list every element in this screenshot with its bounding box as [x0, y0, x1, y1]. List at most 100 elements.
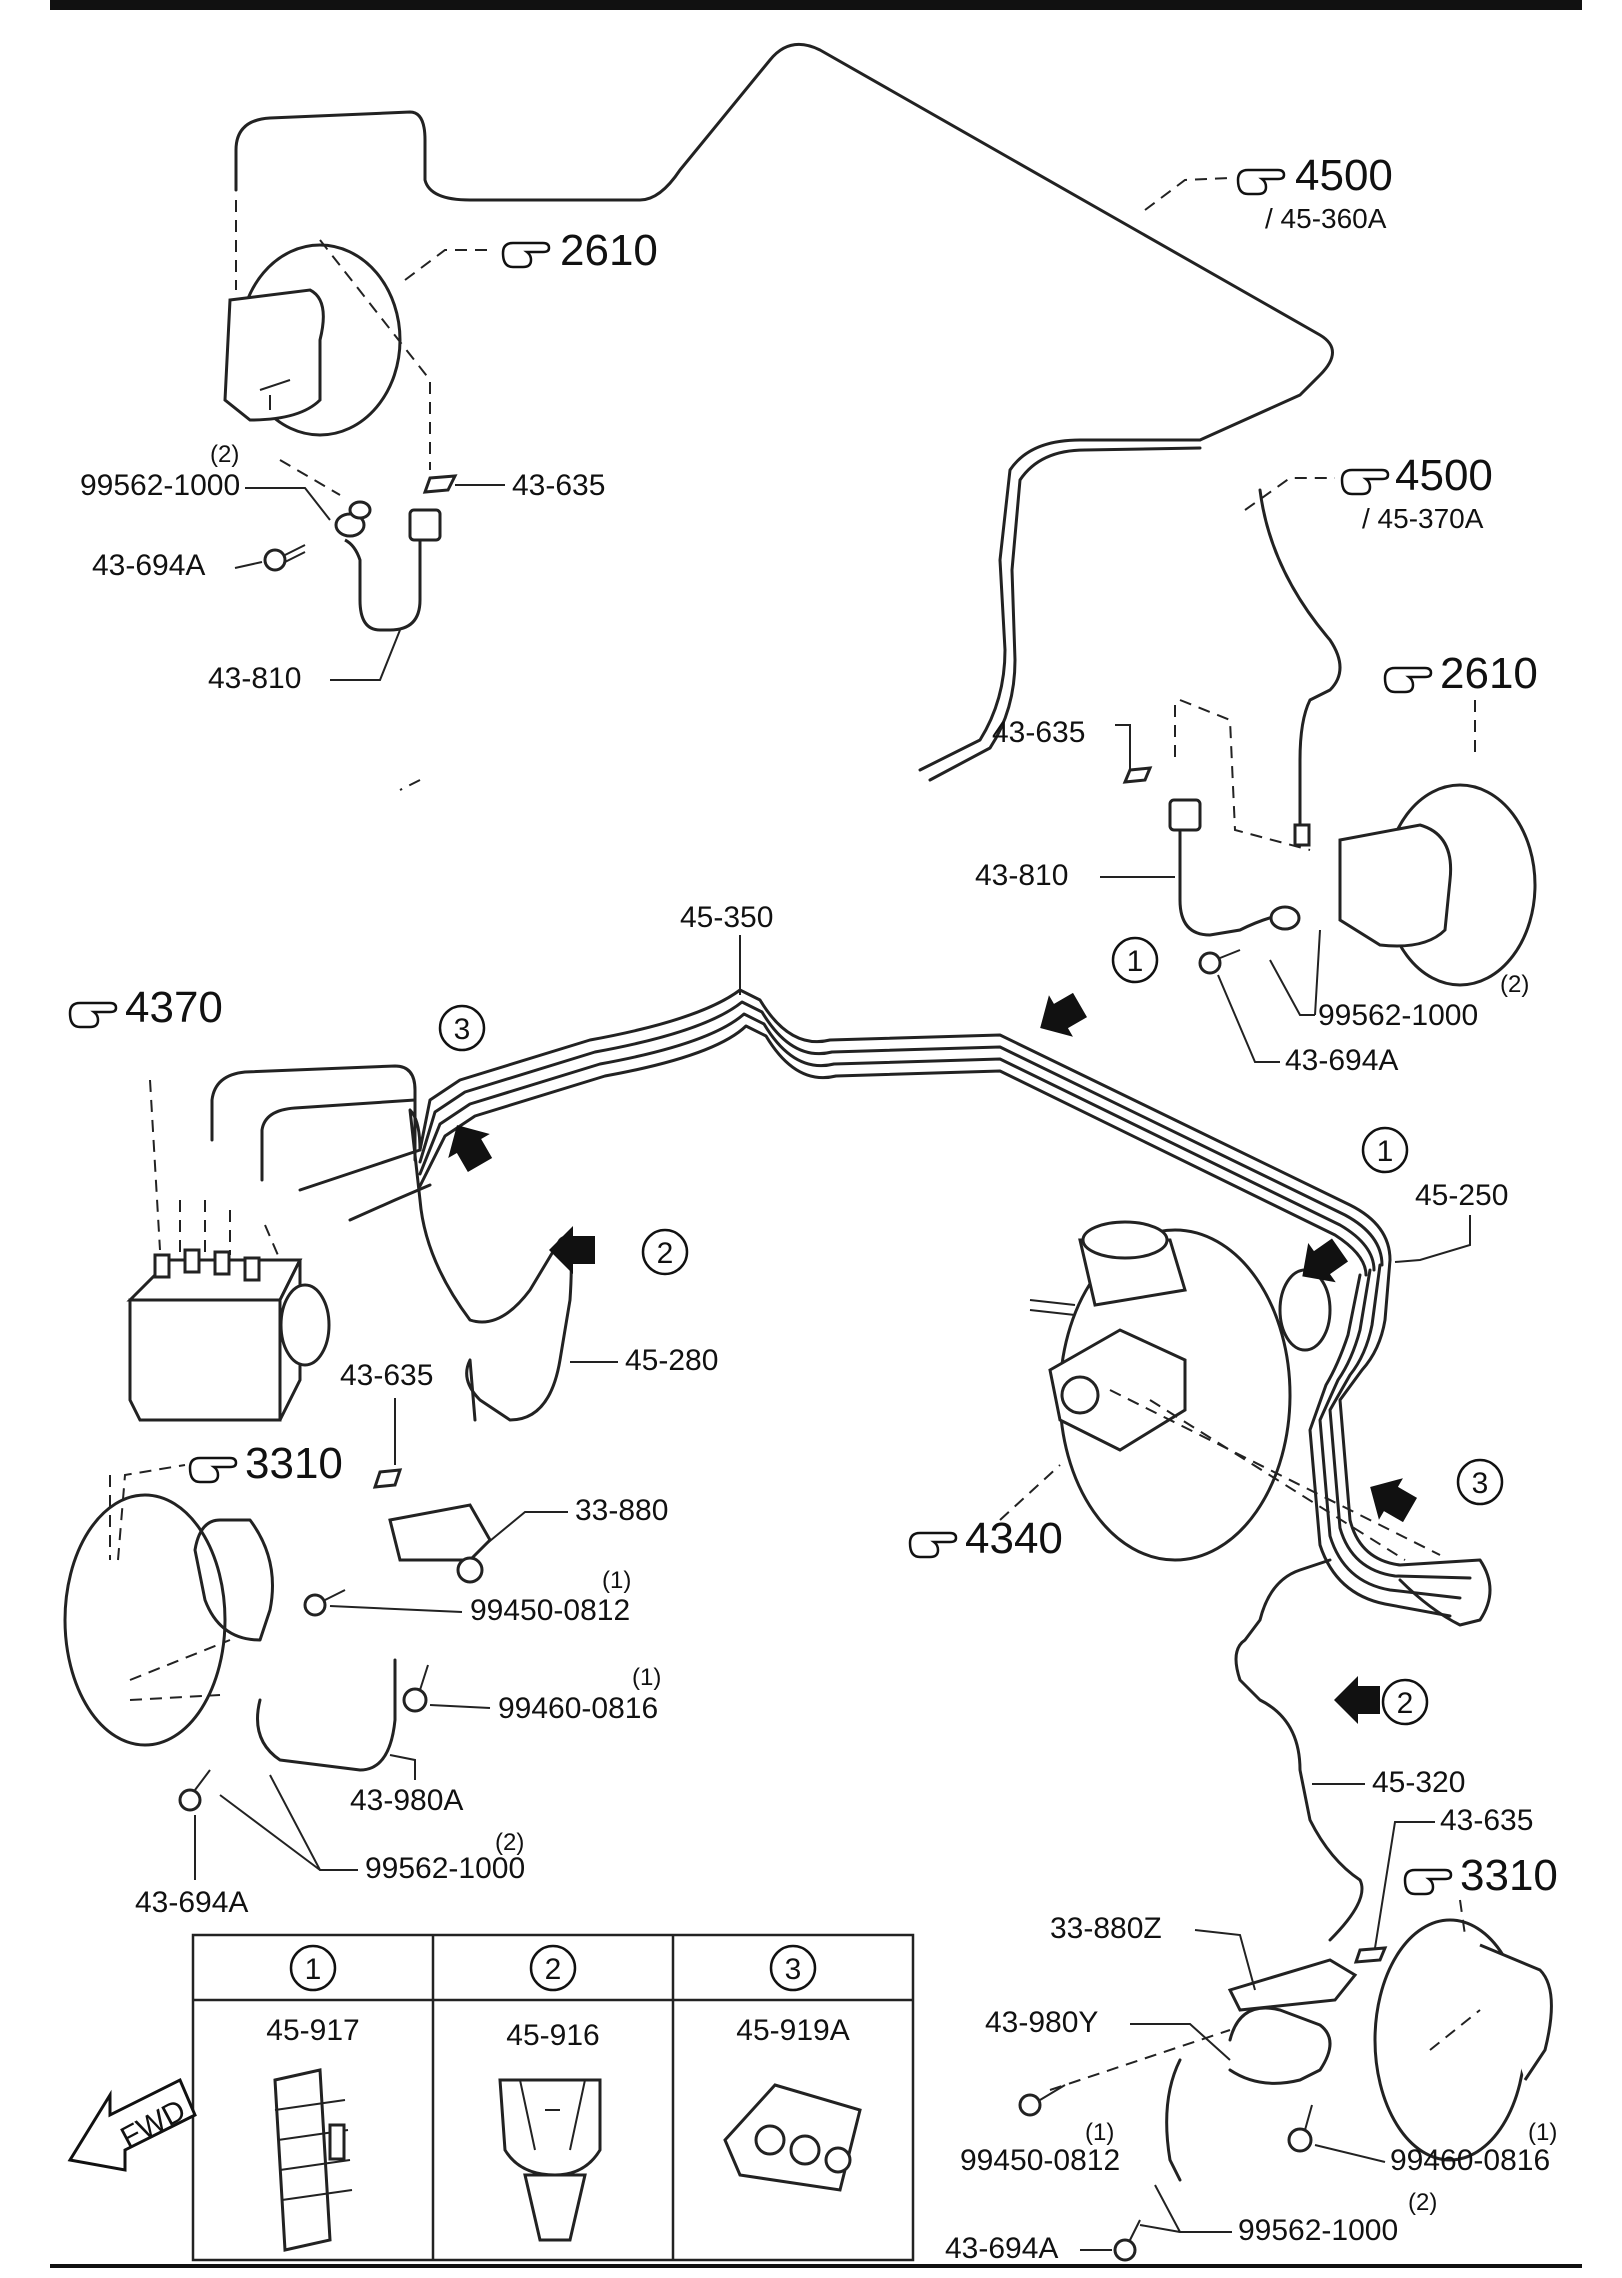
ref-3310-left: 3310: [245, 1439, 343, 1488]
ref-45-360a: / 45-360A: [1265, 203, 1387, 234]
clip-45-919a-illustration: [723, 2083, 862, 2192]
caliper-front-left: [223, 243, 402, 437]
clip-45-917-illustration: [273, 2068, 353, 2252]
label-99562-1000: 99562-1000: [1238, 2214, 1398, 2247]
qty-label: (2): [210, 441, 239, 468]
label-33-880z: 33-880Z: [1050, 1912, 1162, 1945]
brake-hose-rear-left: [193, 1518, 397, 1772]
label-45-320: 45-320: [1372, 1766, 1465, 1799]
label-43-810: 43-810: [208, 662, 301, 695]
legend-item-45-916: 45-916: [506, 2019, 599, 2052]
legend-header-1: 1: [305, 1953, 322, 1986]
label-43-694a: 43-694A: [1285, 1044, 1398, 1077]
bolt-43-694a-rear-left: [178, 1769, 211, 1812]
bolt-99460-0816-left: [402, 1664, 429, 1713]
callout-arrow-1-upper: 1: [1028, 936, 1159, 1049]
label-99562-1000: 99562-1000: [80, 469, 240, 502]
label-99450-0812: 99450-0812: [470, 1594, 630, 1627]
clip-45-916-illustration: [498, 2078, 602, 2242]
qty-label: (2): [1500, 971, 1529, 998]
clip-43-635-mid: [372, 1468, 403, 1489]
label-43-635: 43-635: [992, 716, 1085, 749]
ref-4340: 4340: [965, 1514, 1063, 1563]
callout-number: 3: [454, 1013, 471, 1046]
callout-number: 1: [1377, 1135, 1394, 1168]
bracket-33-880: [388, 1503, 492, 1584]
bracket-33-880z: [1227, 1958, 1358, 2012]
master-cylinder: [1029, 1220, 1187, 1452]
ref-2610-right: 2610: [1440, 649, 1538, 698]
bottom-border: [50, 2264, 1582, 2268]
brake-pipe-abs-connectors: [210, 1064, 432, 1222]
brake-pipe-bundle-45-350: [418, 988, 1392, 1277]
qty-label: (1): [1528, 2119, 1557, 2146]
callout-arrow-3-upper: 3: [436, 1004, 501, 1177]
label-99460-0816: 99460-0816: [1390, 2144, 1550, 2177]
label-45-250: 45-250: [1415, 1179, 1508, 1212]
brake-pipe-bundle-45-250: [1308, 1258, 1492, 1627]
brake-hose-43-810-left: [334, 500, 442, 632]
abs-hydraulic-unit: [126, 1248, 331, 1422]
bolt-43-694a-right: [1198, 949, 1241, 975]
ref-4500-top: 4500: [1295, 151, 1393, 200]
legend-header-3: 3: [785, 1953, 802, 1986]
brake-hose-43-810-right: [1168, 798, 1301, 937]
callout-arrow-2-upper: 2: [549, 1226, 689, 1276]
label-45-350: 45-350: [680, 901, 773, 934]
label-43-694a: 43-694A: [135, 1886, 248, 1919]
brake-hose-rear-right: [1165, 2006, 1332, 2182]
label-43-810: 43-810: [975, 859, 1068, 892]
qty-label: (1): [632, 1664, 661, 1691]
label-99450-0812: 99450-0812: [960, 2144, 1120, 2177]
label-43-694a: 43-694A: [92, 549, 205, 582]
top-border: [50, 0, 1582, 10]
label-99460-0816: 99460-0816: [498, 1692, 658, 1725]
label-99562-1000: 99562-1000: [1318, 999, 1478, 1032]
callout-number: 2: [1397, 1687, 1414, 1720]
legend-item-45-917: 45-917: [266, 2014, 359, 2047]
caliper-front-right: [1338, 783, 1537, 987]
clip-43-635-right: [1122, 766, 1153, 784]
brake-pipe-45-370a: [1258, 488, 1342, 832]
ref-4500-mid: 4500: [1395, 451, 1493, 500]
qty-label: (2): [495, 1829, 524, 1856]
bolt-99450-0812-left: [303, 1589, 346, 1617]
qty-label: (2): [1408, 2189, 1437, 2216]
label-43-635: 43-635: [340, 1359, 433, 1392]
label-43-635: 43-635: [512, 469, 605, 502]
legend-header-2: 2: [545, 1953, 562, 1986]
clip-legend-table: 1 2 3 45-917 45-916 45-919A: [191, 1933, 915, 2262]
label-43-694a: 43-694A: [945, 2232, 1058, 2265]
bolt-99460-0816-right: [1287, 2104, 1313, 2153]
label-43-635: 43-635: [1440, 1804, 1533, 1837]
callout-number: 1: [1127, 945, 1144, 978]
brake-disc-rear-right: [1373, 1918, 1553, 2162]
qty-label: (1): [602, 1567, 631, 1594]
callout-arrow-3-right: 3: [1358, 1458, 1504, 1531]
label-43-980a: 43-980A: [350, 1784, 463, 1817]
qty-label: (1): [1085, 2119, 1114, 2146]
ref-45-370a: / 45-370A: [1362, 503, 1484, 534]
callout-arrow-1-right: 1: [1288, 1126, 1409, 1297]
callout-arrow-2-right: 2: [1334, 1676, 1429, 1726]
callout-number: 3: [1472, 1467, 1489, 1500]
label-99562-1000: 99562-1000: [365, 1852, 525, 1885]
label-45-280: 45-280: [625, 1344, 718, 1377]
pipe-fitting: [1293, 823, 1311, 847]
legend-item-45-919a: 45-919A: [736, 2014, 849, 2047]
bolt-43-694a-left: [263, 544, 306, 572]
ref-2610-left: 2610: [560, 226, 658, 275]
fwd-arrow-icon: FWD: [67, 2077, 197, 2172]
bolt-99450-0812-right: [1018, 2084, 1066, 2117]
ref-4370: 4370: [125, 983, 223, 1032]
ref-3310-right: 3310: [1460, 1851, 1558, 1900]
clip-43-635-right-rear: [1353, 1946, 1388, 1964]
callout-number: 2: [657, 1237, 674, 1270]
brake-pipe-45-320: [1234, 1558, 1364, 1942]
label-33-880: 33-880: [575, 1494, 668, 1527]
brake-disc-rear-left: [63, 1493, 227, 1747]
bolt-43-694a-rear-right: [1113, 2219, 1141, 2262]
brake-pipe-45-360a: [234, 42, 1334, 782]
clip-43-635-left: [422, 474, 458, 494]
